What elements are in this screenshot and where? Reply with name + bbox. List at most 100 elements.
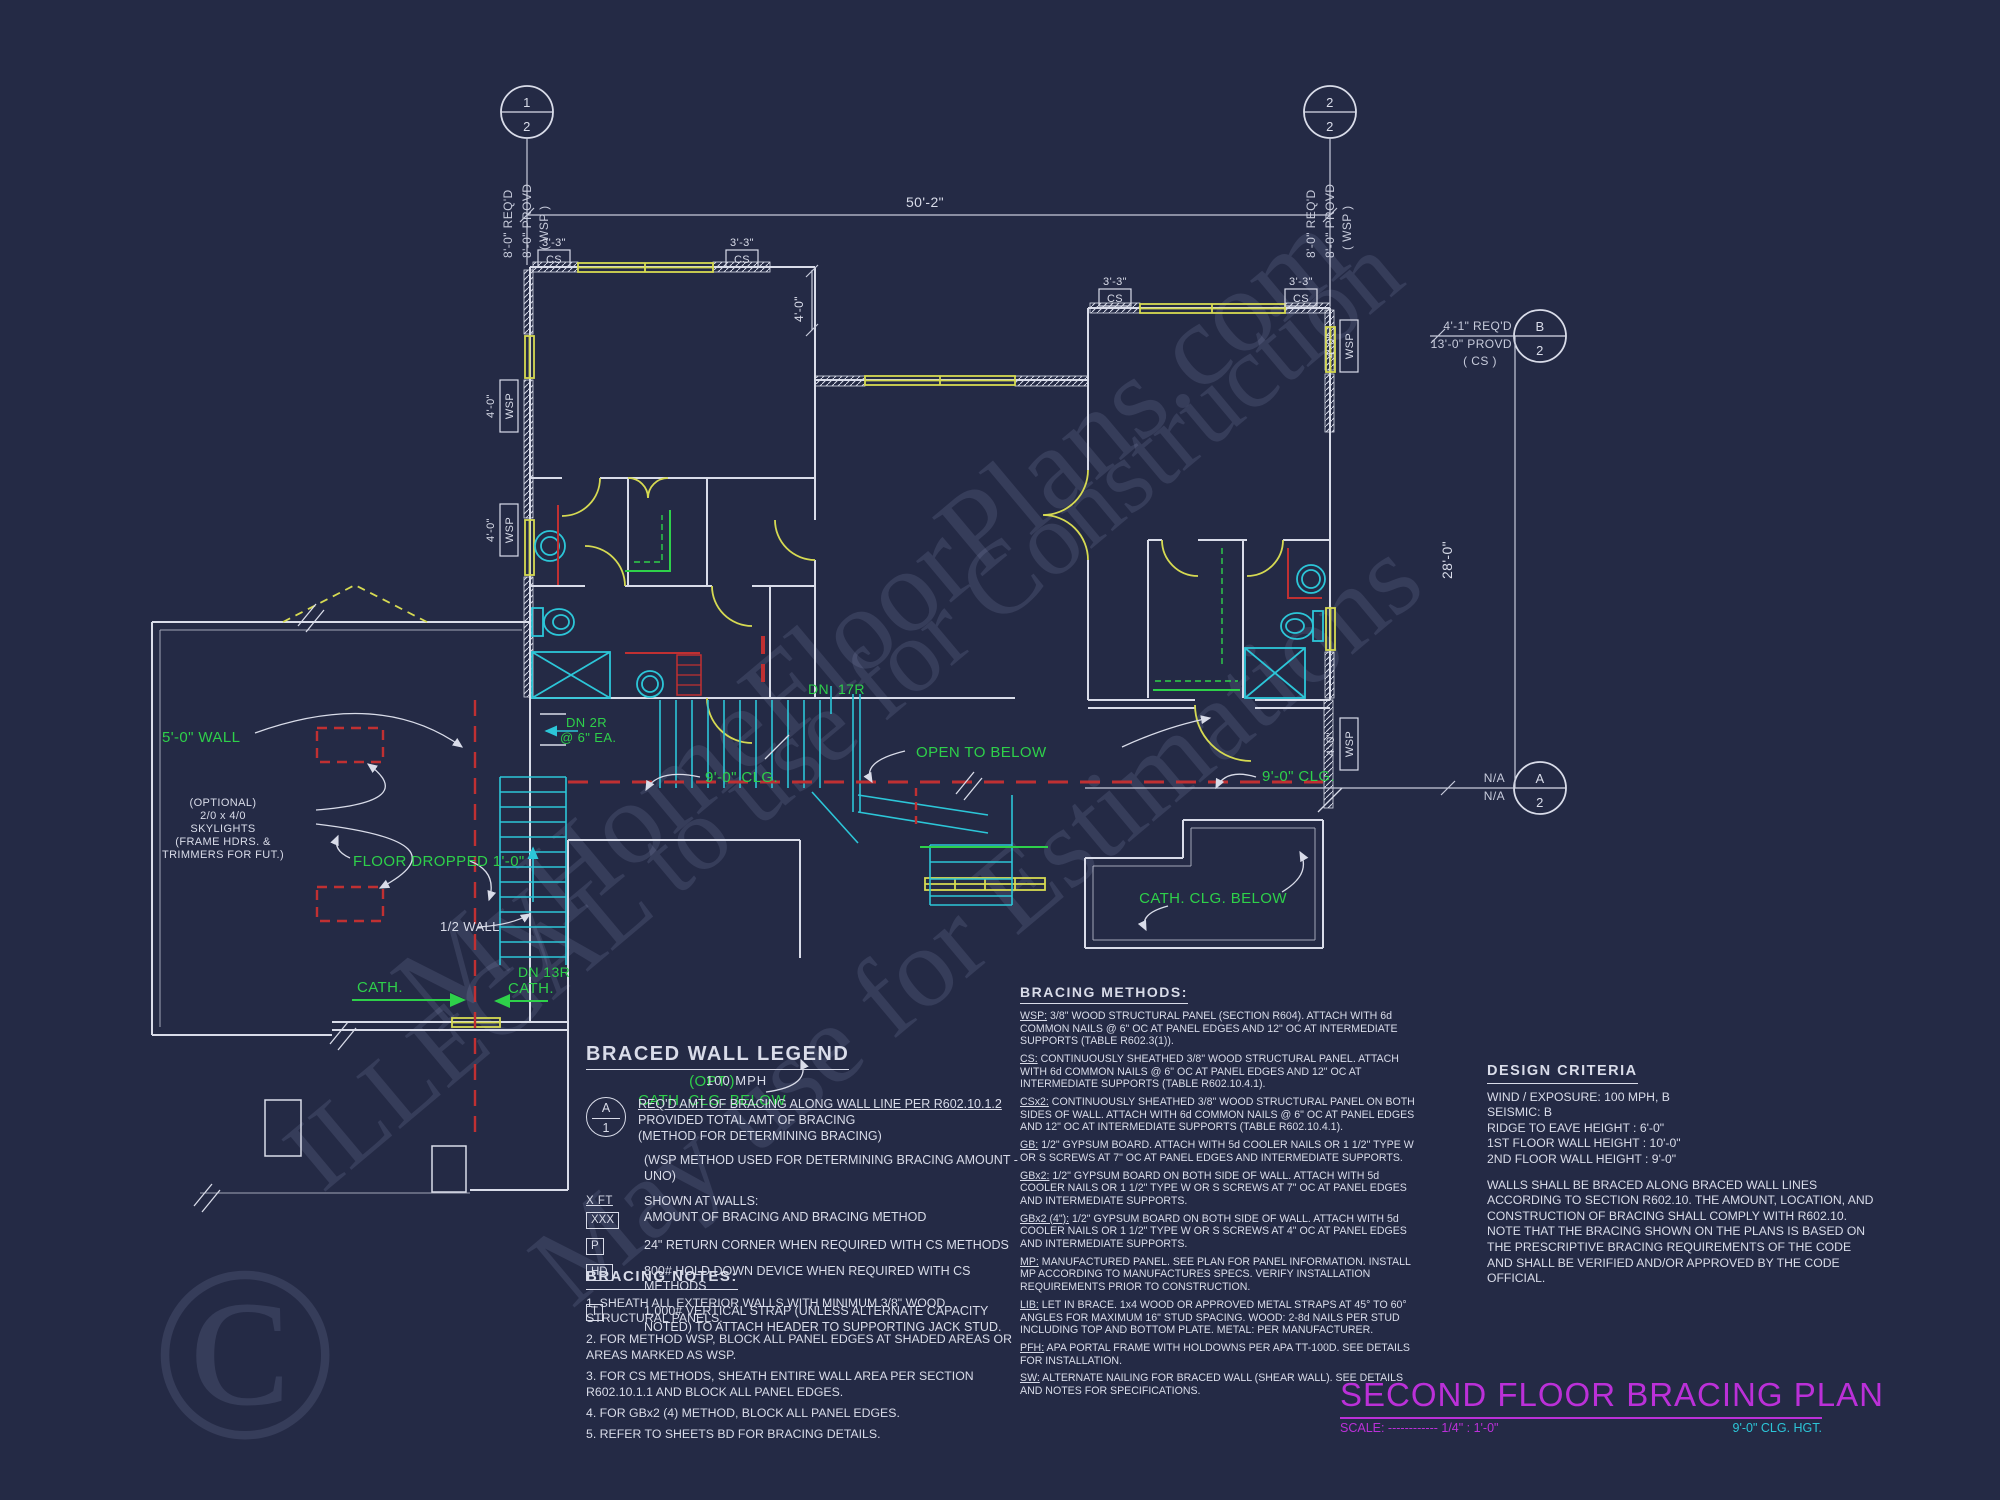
- legend-marker-line2: PROVIDED TOTAL AMT OF BRACING: [638, 1112, 856, 1127]
- legend-key-t: T: [586, 1304, 604, 1321]
- note-item: 4. FOR GBx2 (4) METHOD, BLOCK ALL PANEL …: [586, 1405, 900, 1420]
- legend-title: BRACED WALL LEGEND: [586, 1042, 850, 1070]
- method-key: PFH:: [1020, 1341, 1045, 1354]
- cs-tag-method: CS: [1293, 293, 1309, 305]
- cs-tag-length: 3'-3": [1289, 276, 1313, 288]
- method-key: SW:: [1020, 1372, 1040, 1385]
- label-cath-clg-below-opt: CATH. CLG. BELOW: [638, 1092, 786, 1109]
- legend-key-xxx: XXX: [586, 1211, 620, 1229]
- label-cath-right: CATH.: [508, 980, 554, 997]
- label-clg9-left: 9'-0" CLG.: [705, 769, 778, 786]
- note-item: 1. SHEATH ALL EXTERIOR WALLS WITH MINIMU…: [586, 1295, 946, 1326]
- left-brace-method: ( WSP ): [537, 205, 551, 250]
- legend-marker-line1: REQ'D AMT OF BRACING ALONG WALL LINE PER…: [638, 1097, 1002, 1112]
- method-text: 1/2" GYPSUM BOARD ON BOTH SIDE OF WALL. …: [1020, 1212, 1407, 1251]
- windows: [282, 262, 1336, 1028]
- label-dn17r-r: 17R: [838, 681, 865, 697]
- marker-1-bottom: 2: [523, 119, 531, 134]
- criteria-line: WIND / EXPOSURE: 100 MPH, B: [1487, 1089, 1670, 1104]
- method-item: MP: MANUFACTURED PANEL. SEE PLAN FOR PAN…: [1020, 1256, 1416, 1294]
- method-item: GBx2: 1/2" GYPSUM BOARD ON BOTH SIDE OF …: [1020, 1170, 1416, 1208]
- wsp-tag-method: WSP: [504, 517, 516, 543]
- dim-step: 4'-0": [792, 296, 806, 322]
- wsp-tag-method: WSP: [504, 393, 516, 419]
- methods-title: BRACING METHODS:: [1020, 984, 1188, 1004]
- method-key: WSP:: [1020, 1009, 1048, 1022]
- criteria-line: 2ND FLOOR WALL HEIGHT : 9'-0": [1487, 1151, 1677, 1166]
- dim-height: 28'-0": [1439, 541, 1455, 579]
- green-linework: [352, 510, 1240, 1008]
- note-item: 5. REFER TO SHEETS BD FOR BRACING DETAIL…: [586, 1427, 881, 1442]
- skylight-outline: [315, 726, 385, 764]
- label-skylights-2: 2/0 x 4/0: [200, 810, 246, 822]
- criteria-title: DESIGN CRITERIA: [1487, 1062, 1638, 1084]
- braced-wall-red-lines: [315, 505, 1323, 1140]
- method-text: CONTINUOUSLY SHEATHED 3/8" WOOD STRUCTUR…: [1020, 1052, 1399, 1091]
- method-text: CONTINUOUSLY SHEATHED 3/8" WOOD STRUCTUR…: [1020, 1096, 1415, 1134]
- sheet-scale: SCALE: ------------ 1/4" : 1'-0": [1340, 1421, 1499, 1435]
- label-skylights-1: (OPTIONAL): [190, 797, 257, 809]
- label-dn17r-dn: DN: [808, 681, 829, 697]
- a-brace-line2: N/A: [1484, 789, 1505, 803]
- break-marks: [193, 603, 1343, 1213]
- bracing-methods: BRACING METHODS: WSP: 3/8" WOOD STRUCTUR…: [1020, 984, 1416, 1403]
- dimension-lines: [500, 85, 1567, 815]
- criteria-line: SEISMIC: B: [1487, 1105, 1553, 1120]
- a-brace-line1: N/A: [1484, 771, 1505, 785]
- label-dn2r: DN 2R: [566, 715, 607, 730]
- legend-key-p: P: [586, 1237, 604, 1255]
- b-brace-reqd: 4'-1" REQ'D: [1443, 319, 1512, 333]
- wsp-tag-method: WSP: [1344, 731, 1356, 757]
- right-brace-provd: 8'-0" PROVD: [1323, 184, 1337, 258]
- method-text: ALTERNATE NAILING FOR BRACED WALL (SHEAR…: [1020, 1372, 1404, 1398]
- method-text: LET IN BRACE. 1x4 WOOD OR APPROVED METAL…: [1020, 1298, 1407, 1337]
- label-cath-left: CATH.: [357, 979, 403, 996]
- cs-tag-length: 3'-3": [730, 237, 754, 249]
- cs-tag-method: CS: [546, 254, 562, 266]
- legend-key-xft: X FT: [586, 1195, 613, 1208]
- wsp-wall-tags: 4'-0" WSP 4'-0" WSP 4'-0" WSP 4'-0" WSP: [485, 319, 1359, 771]
- right-brace-reqd: 8'-0" REQ'D: [1304, 189, 1318, 258]
- marker-2-bottom: 2: [1326, 119, 1334, 134]
- dimension-text: 50'-2" 28'-0" 4'-0": [792, 194, 1455, 579]
- dim-width: 50'-2": [906, 194, 944, 210]
- sheet-title: SECOND FLOOR BRACING PLAN: [1340, 1376, 1883, 1419]
- legend-item-text: 800# HOLD DOWN DEVICE WHEN REQUIRED WITH…: [644, 1263, 971, 1294]
- legend-marker-bottom: 1: [602, 1120, 610, 1135]
- legend-marker-circle: A 1: [586, 1097, 626, 1138]
- label-dn13r: DN 13R: [518, 964, 570, 980]
- method-key: CS:: [1020, 1052, 1038, 1065]
- design-criteria: DESIGN CRITERIA WIND / EXPOSURE: 100 MPH…: [1487, 1062, 1879, 1287]
- wsp-tag-length: 4'-0": [485, 394, 497, 418]
- criteria-line: 1ST FLOOR WALL HEIGHT : 10'-0": [1487, 1136, 1681, 1151]
- criteria-line: RIDGE TO EAVE HEIGHT : 6'-0": [1487, 1120, 1665, 1135]
- left-brace-reqd: 8'-0" REQ'D: [501, 189, 515, 258]
- wsp-tag-length: 4'-0": [1325, 334, 1337, 358]
- method-text: MANUFACTURED PANEL. SEE PLAN FOR PANEL I…: [1020, 1255, 1411, 1294]
- method-item: CSx2: CONTINUOUSLY SHEATHED 3/8" WOOD ST…: [1020, 1096, 1416, 1134]
- method-item: CS: CONTINUOUSLY SHEATHED 3/8" WOOD STRU…: [1020, 1053, 1416, 1091]
- method-key: GBx2 (4"):: [1020, 1212, 1070, 1225]
- label-skylights-3: SKYLIGHTS: [190, 823, 255, 835]
- notes-title: BRACING NOTES:: [586, 1268, 738, 1290]
- marker-2-top: 2: [1326, 95, 1334, 110]
- braced-wall-legend: BRACED WALL LEGEND 100 MPH A 1 REQ'D AMT…: [586, 1042, 1022, 1344]
- method-item: PFH: APA PORTAL FRAME WITH HOLDOWNS PER …: [1020, 1342, 1416, 1367]
- marker-1-top: 1: [523, 95, 531, 110]
- legend-subtitle: 100 MPH: [706, 1073, 768, 1088]
- wsp-tag-method: WSP: [1344, 333, 1356, 359]
- wall-hatch-bands: [523, 261, 1335, 809]
- method-text: APA PORTAL FRAME WITH HOLDOWNS PER APA T…: [1020, 1341, 1410, 1367]
- legend-marker-top: A: [592, 1098, 620, 1119]
- method-key: GB:: [1020, 1139, 1039, 1152]
- cs-tag-length: 3'-3": [1103, 276, 1127, 288]
- method-text: 1/2" GYPSUM BOARD. ATTACH WITH 5d COOLER…: [1020, 1139, 1414, 1164]
- b-brace-provd: 13'-0" PROVD: [1431, 337, 1512, 351]
- label-half-wall: 1/2 WALL: [440, 919, 500, 934]
- marker-a-bottom: 2: [1536, 795, 1544, 810]
- bracing-amounts: 8'-0" REQ'D 8'-0" PROVD ( WSP ) 8'-0" RE…: [501, 184, 1512, 803]
- bracing-notes: BRACING NOTES: 1. SHEATH ALL EXTERIOR WA…: [586, 1268, 1022, 1449]
- cs-wall-tags: 3'-3" CS 3'-3" CS 3'-3" CS 3'-3" CS: [537, 237, 1318, 307]
